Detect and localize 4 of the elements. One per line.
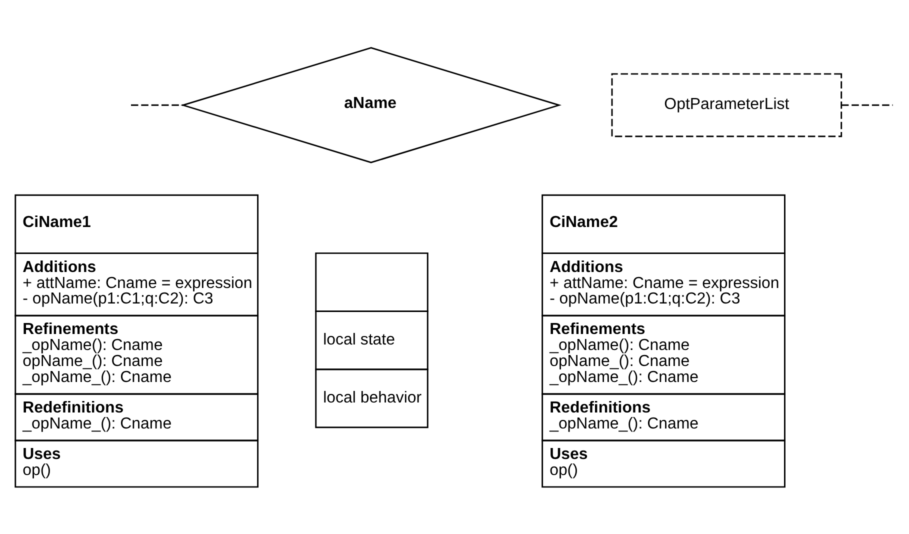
connector	[131, 104, 184, 106]
node-box: OptParameterList	[611, 73, 842, 138]
connector	[841, 104, 893, 106]
node-diamond: aName	[180, 47, 562, 164]
